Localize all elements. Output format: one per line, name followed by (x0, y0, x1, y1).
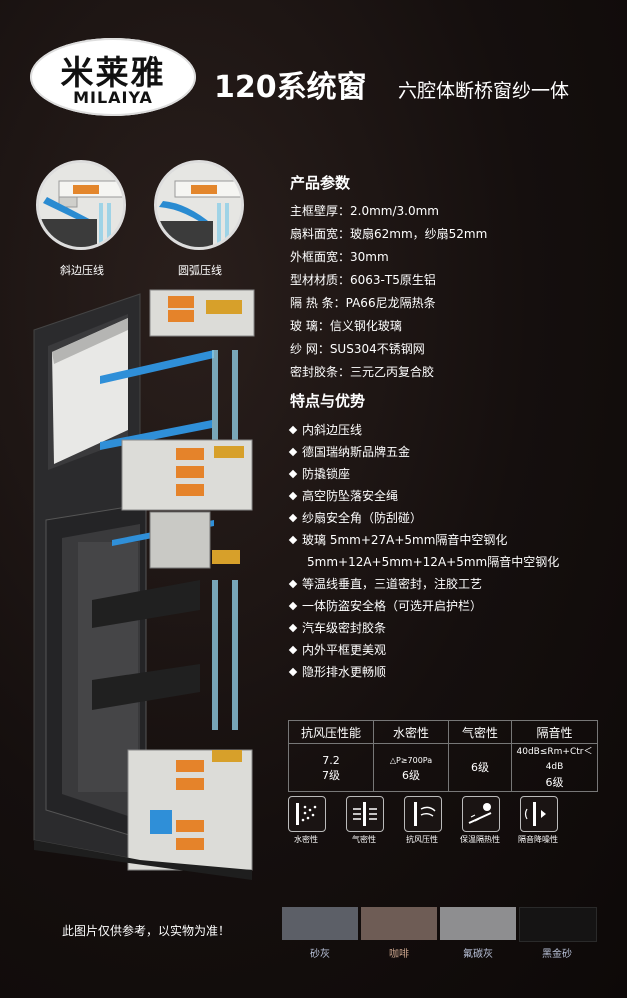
specs-title: 产品参数 (290, 174, 351, 192)
features-title: 特点与优势 (290, 392, 366, 410)
color-swatch-coffee (361, 907, 437, 940)
feature-item: 玻璃 5mm+27A+5mm隔音中空钢化 (288, 531, 507, 548)
spec-row: 纱 网：SUS304不锈钢网 (290, 342, 425, 356)
window-profile-illustration (33, 289, 255, 880)
table-header-cell: 隔音性 (511, 720, 598, 744)
spec-row: 扇料面宽：玻扇62mm，纱扇52mm (290, 227, 488, 241)
brand-logo: 米莱雅 MILAIYA (30, 38, 196, 116)
color-swatch-sand-gray (282, 907, 358, 940)
detail-view-bevel (36, 160, 126, 250)
table-header-cell: 水密性 (373, 720, 449, 744)
bullet-icon (288, 513, 298, 523)
icon-label: 隔音降噪性 (518, 835, 558, 844)
feature-item: 德国瑞纳斯品牌五金 (288, 443, 410, 460)
feature-item: 内斜边压线 (288, 421, 362, 438)
feature-item-continuation: 5mm+12A+5mm+12A+5mm隔音中空钢化 (307, 555, 560, 569)
swatch-label: 氟碳灰 (463, 949, 493, 960)
feature-item: 一体防盗安全格（可选开启护栏） (288, 597, 482, 614)
feature-item: 纱扇安全角（防刮碰） (288, 509, 422, 526)
spec-row: 主框壁厚：2.0mm/3.0mm (290, 204, 439, 218)
bullet-icon (288, 425, 298, 435)
brand-name-en: MILAIYA (73, 88, 153, 107)
feature-item: 汽车级密封胶条 (288, 619, 386, 636)
detail-view-bevel-label: 斜边压线 (60, 264, 104, 277)
bullet-icon (288, 601, 298, 611)
brand-name-cn: 米莱雅 (60, 53, 166, 92)
detail-view-arc-label: 圆弧压线 (178, 264, 222, 277)
swatch-label: 砂灰 (310, 949, 330, 960)
bullet-icon (288, 667, 298, 677)
spec-row: 隔 热 条：PA66尼龙隔热条 (290, 296, 436, 310)
feature-item: 隐形排水更畅顺 (288, 663, 386, 680)
icon-label: 气密性 (352, 835, 376, 844)
sound-icon (520, 796, 558, 832)
icon-label: 抗风压性 (406, 835, 438, 844)
table-cell: 6级 (448, 743, 512, 792)
thermal-icon (462, 796, 500, 832)
detail-view-arc (154, 160, 244, 250)
table-header-cell: 气密性 (448, 720, 512, 744)
color-swatch-black-gold-sand (519, 907, 597, 942)
bullet-icon (288, 535, 298, 545)
product-title: 120系统窗 (214, 70, 367, 105)
table-header-row: 抗风压性能 水密性 气密性 隔音性 (288, 720, 598, 744)
icon-label: 水密性 (294, 835, 318, 844)
bullet-icon (288, 491, 298, 501)
spec-row: 型材材质：6063-T5原生铝 (290, 273, 436, 287)
swatch-label: 黑金砂 (542, 949, 572, 960)
feature-item: 等温线垂直，三道密封，注胶工艺 (288, 575, 482, 592)
wind-icon (346, 796, 384, 832)
swatch-label: 咖啡 (389, 949, 409, 960)
feature-item: 防撬锁座 (288, 465, 350, 482)
bullet-icon (288, 645, 298, 655)
feature-item: 内外平框更美观 (288, 641, 386, 658)
spec-row: 玻 璃：信义钢化玻璃 (290, 319, 402, 333)
bullet-icon (288, 623, 298, 633)
icon-label: 保温隔热性 (460, 835, 500, 844)
bullet-icon (288, 579, 298, 589)
wind-pressure-icon (404, 796, 442, 832)
bullet-icon (288, 469, 298, 479)
color-swatch-fluorocarbon-gray (440, 907, 516, 940)
table-header-cell: 抗风压性能 (288, 720, 374, 744)
bullet-icon (288, 447, 298, 457)
feature-item: 高空防坠落安全绳 (288, 487, 398, 504)
spec-row: 外框面宽：30mm (290, 250, 389, 264)
product-subtitle: 六腔体断桥窗纱一体 (398, 80, 570, 102)
spec-row: 密封胶条：三元乙丙复合胶 (290, 365, 435, 379)
disclaimer: 此图片仅供参考，以实物为准！ (62, 924, 231, 938)
water-drop-icon (288, 796, 326, 832)
